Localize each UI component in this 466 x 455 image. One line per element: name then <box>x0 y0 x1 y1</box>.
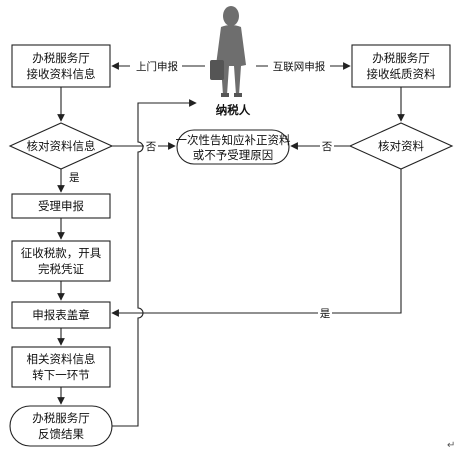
edge-right-yes <box>111 169 402 317</box>
edge-right-no-label: 否 <box>322 141 333 153</box>
edge-right-yes-label: 是 <box>320 308 331 320</box>
return-mark: ↵ <box>447 440 455 451</box>
left-check-label: 核对资料信息 <box>27 139 96 153</box>
step-transfer-box <box>11 346 111 388</box>
notice-terminal <box>176 129 290 165</box>
left-intake-line1: 办税服务厅 <box>32 51 90 65</box>
edge-feedback-to-taxpayer <box>112 99 197 427</box>
taxpayer-label: 纳税人 <box>216 103 251 117</box>
right-intake-line1: 办税服务厅 <box>372 51 430 65</box>
left-intake-box <box>11 44 111 88</box>
taxpayer-figure-icon <box>210 6 246 97</box>
right-intake-line2: 接收纸质资料 <box>367 67 436 81</box>
right-check-label: 核对资料 <box>378 139 424 153</box>
right-intake-box <box>351 44 451 88</box>
step-collect-line1: 征收税款，开具 <box>21 246 102 260</box>
step-collect-line2: 完税凭证 <box>38 262 84 276</box>
step-stamp-label: 申报表盖章 <box>32 308 90 322</box>
edge-onsite-label: 上门申报 <box>136 60 178 73</box>
feedback-line2: 反馈结果 <box>38 427 84 441</box>
step-transfer-line2: 转下一环节 <box>32 368 90 382</box>
step-accept-label: 受理申报 <box>38 199 84 213</box>
feedback-line1: 办税服务厅 <box>32 411 90 425</box>
step-transfer-line1: 相关资料信息 <box>27 352 96 366</box>
edge-left-no-label: 否 <box>146 141 157 153</box>
notice-line1: 一次性告知应补正资料 <box>176 133 291 147</box>
edge-left-yes-label: 是 <box>69 172 80 184</box>
step-stamp-box <box>11 301 111 329</box>
edge-internet-label: 互联网申报 <box>273 60 326 73</box>
notice-line2: 或不予受理原因 <box>193 148 274 162</box>
step-collect-box <box>11 240 111 282</box>
left-intake-line2: 接收资料信息 <box>27 67 96 81</box>
